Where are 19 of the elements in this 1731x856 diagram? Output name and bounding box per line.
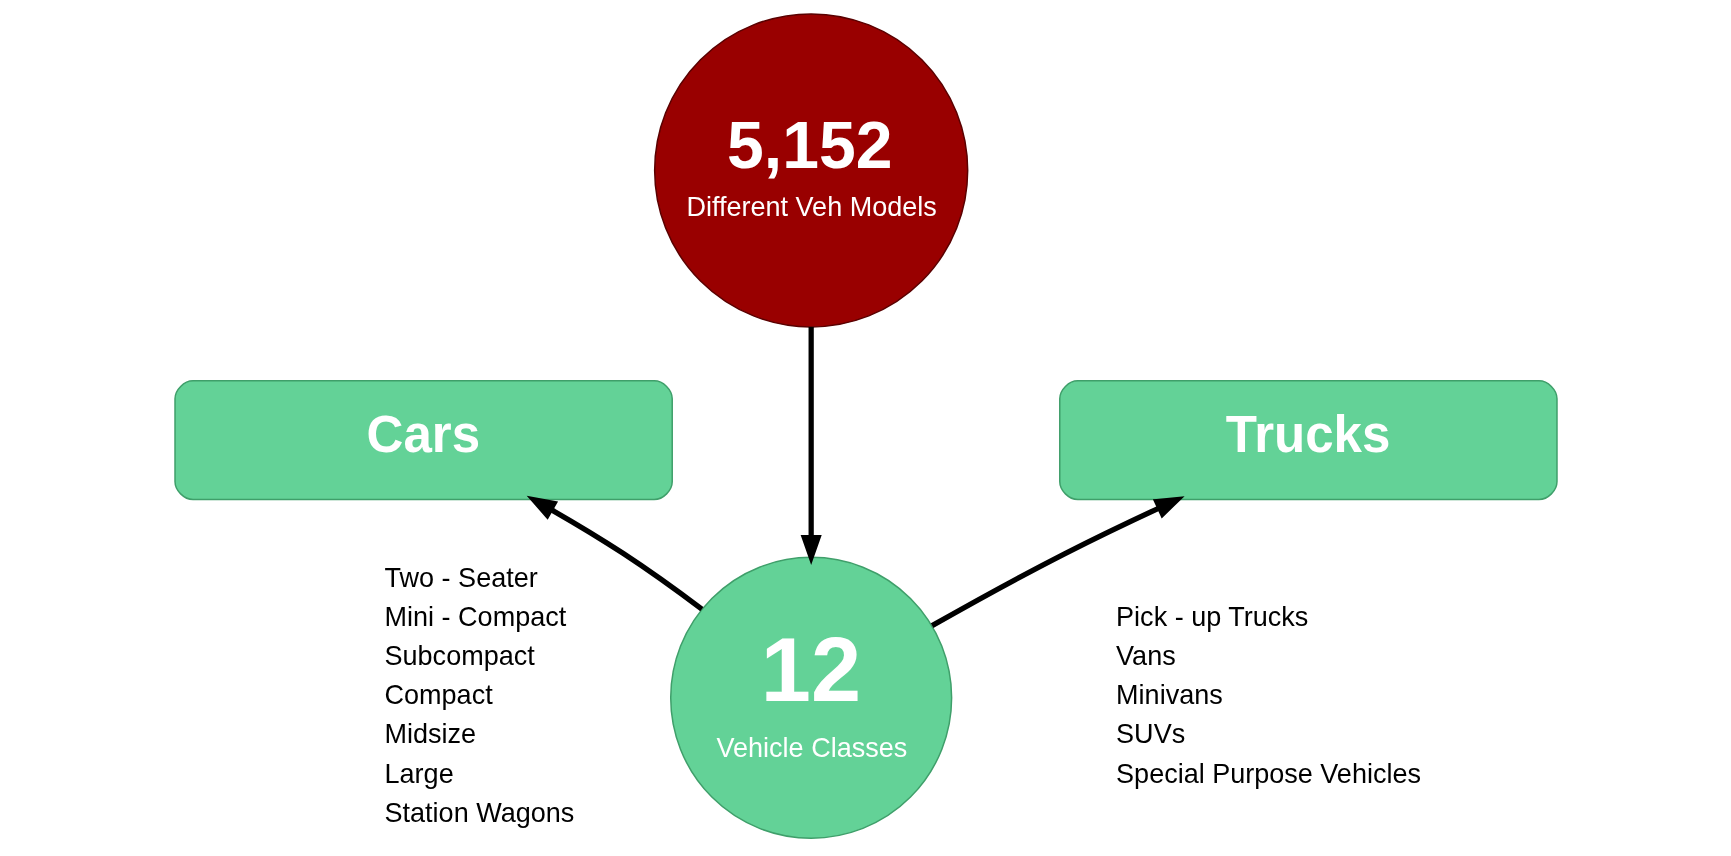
node-box: Trucks [1058,380,1558,501]
node-label: Pick - up Trucks [1115,602,1308,633]
node-label: Mini - Compact [384,602,566,633]
node-label: Station Wagons [384,797,574,828]
node-label: Special Purpose Vehicles [1115,758,1421,789]
node-label: Compact [384,680,493,711]
arrow [800,327,822,566]
node-label: SUVs [1115,719,1185,750]
node-label: Minivans [1115,680,1223,711]
node-label: Two - Seater [384,563,538,594]
node-label: Vans [1115,641,1176,672]
node-circle: 5,152 Different Veh Models [653,13,968,328]
node-label: Subcompact [384,641,535,672]
node-box: Cars [173,380,673,501]
node-label: Midsize [384,719,476,750]
node-circle: 12 Vehicle Classes [669,556,952,839]
node-label: Large [384,758,454,789]
arrow [930,496,1185,628]
arrow [526,495,703,612]
